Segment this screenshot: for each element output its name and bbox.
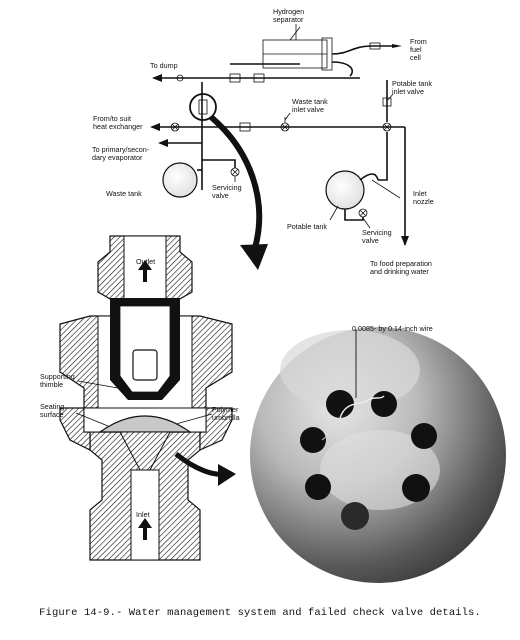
label-potable-tank: Potable tank — [287, 222, 327, 231]
thimble-stem — [132, 349, 158, 381]
failed-valve-photo: 0.0085- by 0.14-inch wire — [250, 324, 506, 583]
label-waste-tank: Waste tank — [106, 189, 142, 198]
detail-pointer-arrowhead — [240, 244, 268, 270]
dump-valve-icon — [176, 74, 184, 82]
header-fitting-icon — [239, 122, 251, 132]
photo-pointer-arrowhead — [218, 464, 236, 486]
fuel-cell-fitting — [369, 42, 381, 50]
check-valve-highlight-circle — [189, 93, 217, 121]
label-to-dump: To dump — [150, 61, 178, 70]
flow-hole — [371, 391, 397, 417]
flow-hole — [411, 423, 437, 449]
fuel-cell-line — [331, 45, 392, 55]
potable-inlet-line — [378, 132, 388, 181]
waste-tank-icon — [162, 162, 198, 198]
food-prep-arrow — [401, 236, 409, 246]
polymer-umbrella — [98, 415, 192, 433]
flow-hole — [326, 390, 354, 418]
dump-fitting-icon — [229, 73, 241, 83]
inlet-nozzle-line — [359, 173, 379, 181]
inlet-bore — [130, 469, 160, 561]
figure-caption: Figure 14-9.- Water management system an… — [39, 607, 481, 619]
heat-exchanger-valve-icon — [170, 122, 180, 132]
label-outlet: Outlet — [136, 257, 155, 266]
label-evaporator: To primary/secon-dary evaporator — [92, 145, 150, 162]
waste-tank-inlet-valve-icon — [280, 117, 290, 132]
waste-servicing-valve-icon — [202, 159, 240, 177]
detail-pointer-arrow — [209, 114, 263, 249]
outlet-flow-arrow — [138, 260, 152, 282]
fuel-cell-arrow — [392, 44, 402, 48]
heat-exchanger-arrow — [150, 123, 160, 131]
inlet-flow-arrow — [138, 518, 152, 540]
dump-fitting-icon — [253, 73, 265, 83]
potable-tank-inlet-valve-icon — [382, 122, 392, 132]
flow-hole — [341, 502, 369, 530]
dump-arrow — [152, 74, 162, 82]
label-wire: 0.0085- by 0.14-inch wire — [352, 324, 433, 333]
lodged-wire — [339, 395, 385, 419]
separator-return-line — [331, 61, 354, 77]
potable-fitting-icon — [382, 97, 392, 107]
flow-hole — [300, 427, 326, 453]
hydrogen-separator — [262, 24, 333, 71]
flow-hole — [402, 474, 430, 502]
label-inlet: Inlet — [136, 510, 150, 519]
potable-tank-icon — [325, 170, 365, 210]
flow-hole — [305, 474, 331, 500]
evaporator-arrow — [158, 139, 168, 147]
check-valve-symbol — [198, 99, 208, 115]
